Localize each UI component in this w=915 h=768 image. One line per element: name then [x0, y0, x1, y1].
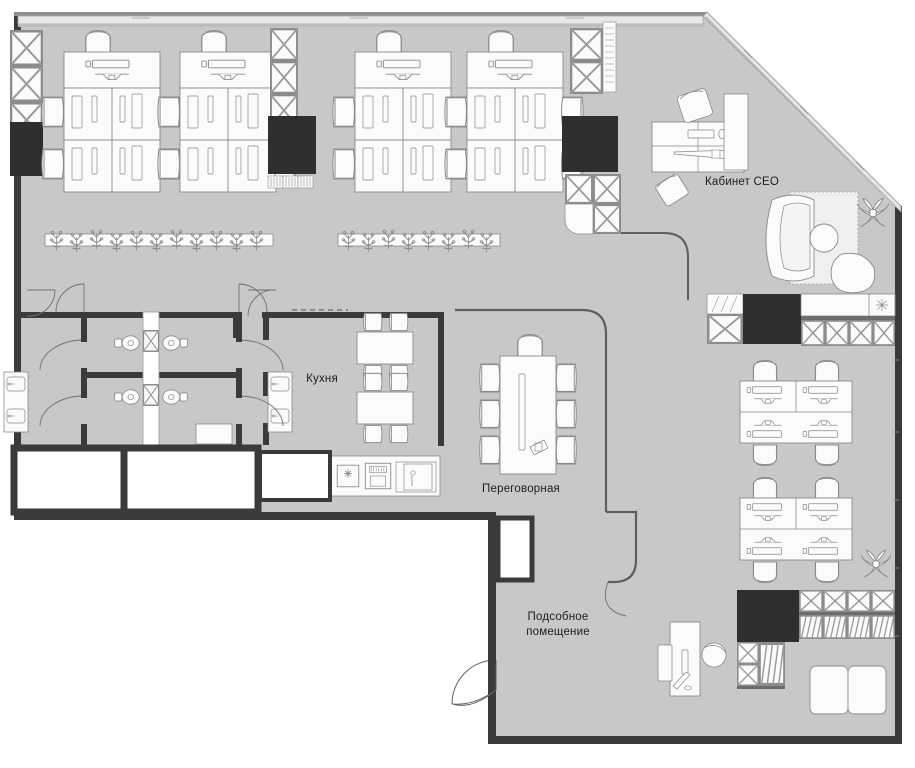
curtain-wall-northeast-angled	[702, 11, 902, 214]
kitchen-counter-run	[258, 450, 441, 502]
ceo-office-partition	[621, 232, 689, 300]
room-label-utility-line1: Подсобное	[528, 611, 589, 623]
east-facade-mullions	[893, 359, 899, 637]
core-block-northwest	[10, 122, 43, 176]
room-label-kitchen: Кухня	[306, 373, 338, 385]
room-label-utility-line2: помещение	[526, 626, 590, 638]
restroom-sinks-right	[267, 371, 293, 433]
ceo-lounge-seating	[765, 191, 890, 294]
curtain-wall-north	[14, 12, 707, 27]
meeting-room-furniture	[478, 333, 578, 475]
workstation-cluster-n3	[332, 29, 472, 193]
workstation-cluster-e1	[739, 359, 853, 467]
restroom-doors	[81, 312, 242, 450]
workstation-cluster-e2	[739, 476, 853, 584]
restroom-counter	[195, 423, 233, 445]
planter-center	[337, 229, 501, 253]
workstation-cluster-n1	[41, 29, 181, 193]
exterior-walls	[14, 12, 902, 744]
kitchen-east-wall	[438, 312, 444, 446]
ceo-office-furniture	[651, 88, 749, 207]
entrance-door	[451, 652, 497, 744]
kitchen-dining-tables	[356, 312, 414, 444]
corridor-doors	[26, 289, 277, 317]
storage-stack-north-east	[562, 21, 621, 235]
planter-west	[44, 229, 274, 253]
east-service-counter	[706, 293, 896, 346]
restroom-door-swings	[39, 283, 284, 427]
south-service-rooms	[10, 444, 262, 516]
restroom-sinks-left	[3, 371, 29, 433]
meeting-room-partition	[455, 308, 608, 512]
workstation-cluster-n2	[157, 29, 297, 193]
room-label-ceo: Кабинет CEO	[705, 176, 779, 188]
storage-stack-north-mid	[267, 28, 316, 189]
utility-room	[495, 510, 638, 617]
southeast-storage-and-reception	[657, 590, 895, 715]
workstation-cluster-n4	[444, 29, 584, 193]
room-label-meeting: Переговорная	[482, 483, 560, 495]
